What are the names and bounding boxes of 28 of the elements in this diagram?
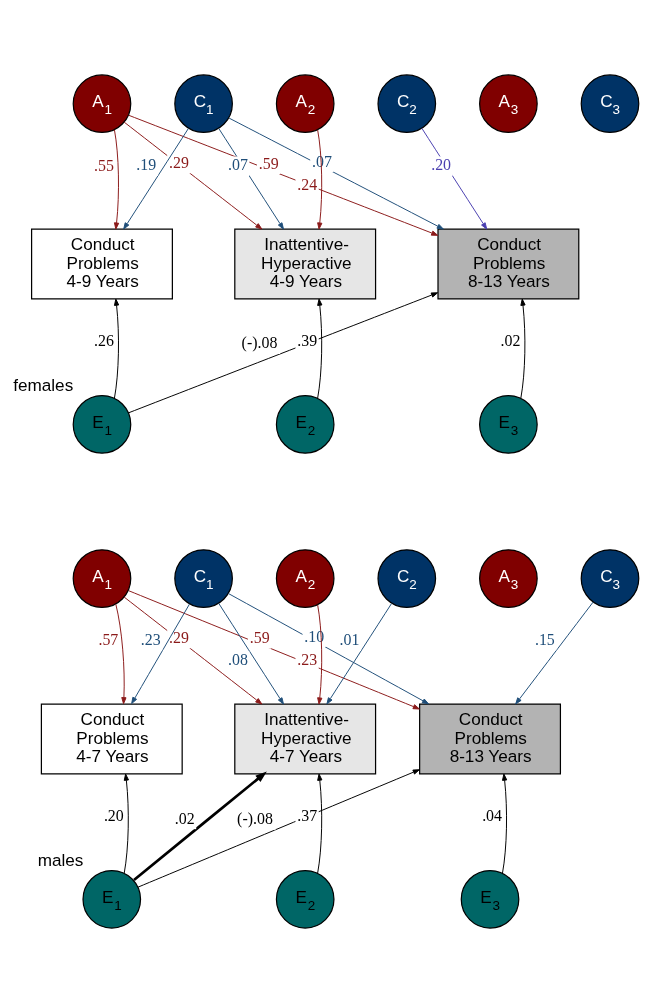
node-label: males xyxy=(37,849,84,870)
edge-label: .20 xyxy=(431,155,452,173)
edge-label: .26 xyxy=(94,331,114,349)
edge-label: .19 xyxy=(136,155,157,173)
edge-label: .29 xyxy=(169,153,189,171)
edge-label: .57 xyxy=(98,630,119,648)
edge-label: .20 xyxy=(103,806,124,824)
edge-label: .23 xyxy=(297,650,318,668)
edge-label: .55 xyxy=(94,156,114,174)
edge-label: .23 xyxy=(140,630,161,648)
edge-label: .07 xyxy=(227,155,248,173)
edge-label: .37 xyxy=(297,806,318,824)
edge-label: .10 xyxy=(304,627,325,645)
edge-label: (-).08 xyxy=(241,333,278,351)
edge-label: .08 xyxy=(227,650,248,668)
edge-label: .02 xyxy=(500,331,521,349)
edge-label: .15 xyxy=(534,630,555,648)
edge-label: .24 xyxy=(297,175,318,193)
edge-label: .59 xyxy=(258,154,279,171)
node-label: females xyxy=(13,374,74,395)
edge-label: .04 xyxy=(482,806,503,824)
edge-label: .59 xyxy=(249,628,270,646)
edge-label: (-).08 xyxy=(237,809,273,827)
edge-label: .02 xyxy=(174,809,195,827)
edge-label: .01 xyxy=(339,630,360,648)
edge-label: .39 xyxy=(297,331,318,349)
edge-label: .07 xyxy=(312,152,332,170)
edge-label: .29 xyxy=(169,628,189,646)
